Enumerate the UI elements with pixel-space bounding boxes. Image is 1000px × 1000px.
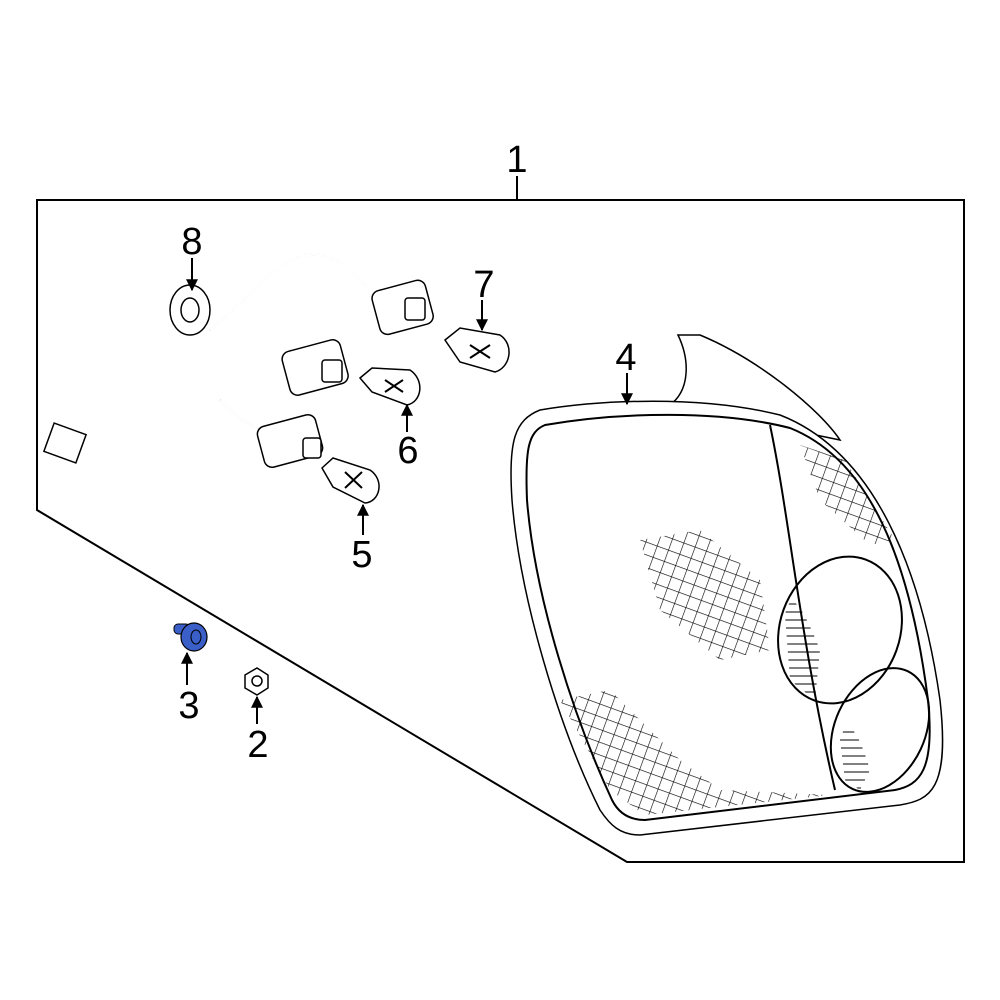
bulb-7[interactable] — [443, 327, 510, 373]
bulb-5[interactable] — [321, 457, 380, 504]
callout-3[interactable]: 3 — [178, 685, 199, 727]
nut-2[interactable] — [244, 667, 269, 696]
socket-middle — [281, 339, 349, 396]
callout-8[interactable]: 8 — [181, 221, 202, 263]
callout-1[interactable]: 1 — [506, 139, 527, 181]
bolt-3[interactable] — [173, 622, 208, 652]
callout-5[interactable]: 5 — [351, 534, 372, 576]
callout-2[interactable]: 2 — [247, 724, 268, 766]
assembly-boundary — [36, 199, 965, 863]
lens-housing[interactable] — [510, 334, 948, 836]
bulb-6[interactable] — [358, 367, 421, 406]
socket-upper — [371, 279, 434, 336]
callout-arrows — [181, 258, 633, 724]
wiring-harness[interactable] — [42, 253, 386, 464]
callout-7[interactable]: 7 — [473, 264, 494, 306]
callout-6[interactable]: 6 — [397, 430, 418, 472]
socket-lower — [256, 413, 324, 469]
callout-4[interactable]: 4 — [615, 337, 636, 379]
